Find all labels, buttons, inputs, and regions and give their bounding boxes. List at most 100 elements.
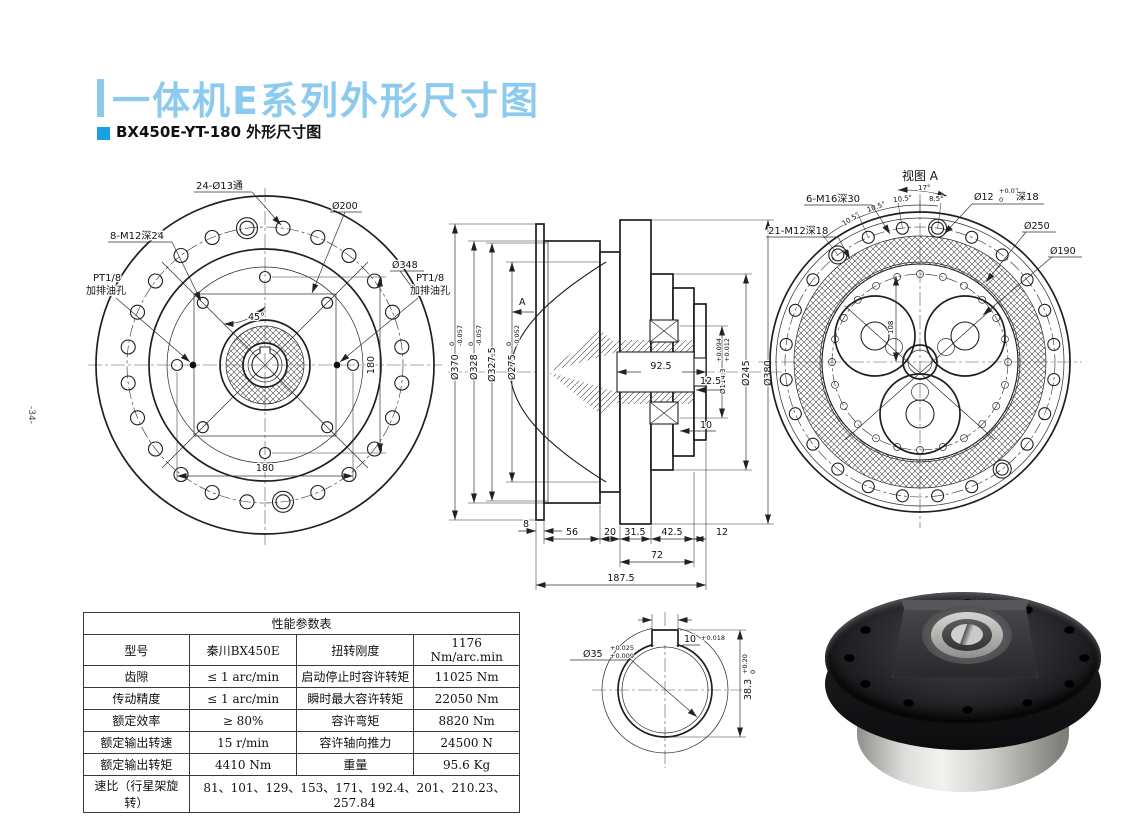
dim-label: 108 <box>887 321 895 334</box>
table-cell: 4410 Nm <box>188 753 298 776</box>
table-row: 额定输出转速 15 r/min 容许轴向推力 24500 N <box>83 731 520 754</box>
tol-label: -0.057 <box>475 325 483 346</box>
table-cell: 传动精度 <box>83 687 190 710</box>
table-cell: 额定输出转矩 <box>83 753 190 776</box>
dim-label: Ø328 <box>469 354 480 380</box>
callout-label: Ø190 <box>1050 246 1076 257</box>
dim-label: 72 <box>651 550 663 561</box>
dim-label: 8.5° <box>929 195 944 203</box>
view-a: 视图 A <box>758 168 1082 528</box>
dim-label: 12 <box>716 527 728 538</box>
dim-label: 42.5 <box>661 527 682 538</box>
table-row: 型号 秦川BX450E 扭转刚度 1176 Nm/arc.min <box>83 634 520 666</box>
oil-port-right <box>333 361 341 369</box>
table-cell: 重量 <box>296 753 415 776</box>
section-dims-right: Ø114.3 +0.094 +0.012 Ø245 Ø380 92.5 12.5 <box>617 219 775 525</box>
photo-bolt-hole <box>903 699 914 707</box>
shaft-detail: Ø35 +0.025 +0.009 10 +0.018 38.3 +0.20 0 <box>570 612 758 768</box>
callout-label: Ø200 <box>332 201 358 212</box>
table-ratio-row: 速比（行星架旋转） 81、101、129、153、171、192.4、201、2… <box>83 775 521 813</box>
subtitle-bullet-square <box>97 127 110 140</box>
dim-label: 180 <box>256 463 274 474</box>
product-photo <box>815 578 1110 806</box>
table-cell: 容许弯矩 <box>296 709 415 732</box>
table-title: 性能参数表 <box>83 612 520 635</box>
photo-bolt-hole <box>1064 680 1075 688</box>
table-row: 额定输出转矩 4410 Nm 重量 95.6 Kg <box>83 753 520 776</box>
table-cell: 24500 N <box>413 731 520 754</box>
callout-label: 21-M12深18 <box>768 225 828 237</box>
spec-table: 性能参数表 型号 秦川BX450E 扭转刚度 1176 Nm/arc.min 齿… <box>83 612 521 813</box>
dim-label: Ø370 <box>450 354 461 380</box>
front-view: 180 180 45° 24-Ø13通 8-M12深24 Ø200 Ø348 <box>85 179 451 545</box>
table-cell: 秦川BX450E <box>188 634 298 666</box>
table-cell: 81、101、129、153、171、192.4、201、210.23、257.… <box>188 775 521 813</box>
tol-label: -0.052 <box>513 325 521 346</box>
tol-label: +0.012 <box>723 338 731 362</box>
oil-port-label: PT1/8 <box>416 273 444 284</box>
tol-label: +0.094 <box>715 338 723 362</box>
dim-label: 8 <box>523 519 529 530</box>
dim-label: 45° <box>248 312 265 323</box>
m12-holes-8 <box>170 270 360 460</box>
callout-label: 深18 <box>1016 191 1039 203</box>
photo-bolt-hole <box>1022 699 1033 707</box>
dim-108: 108 <box>886 276 899 362</box>
table-cell: 22050 Nm <box>413 687 520 710</box>
dim-label: 20 <box>604 527 616 538</box>
photo-bolt-hole <box>860 680 871 688</box>
planet-gears <box>834 295 1006 455</box>
dim-label: 17° <box>918 184 930 192</box>
section-dims-bottom: 8 56 20 31.5 42.5 12 72 187.5 <box>518 442 729 590</box>
page-title: 一体机E系列外形尺寸图 <box>112 79 540 123</box>
view-a-title: 视图 A <box>902 168 939 183</box>
dim-label: Ø35 <box>583 649 603 660</box>
tol-label: 0 <box>467 342 475 346</box>
table-cell: ≤ 1 arc/min <box>188 665 298 688</box>
tol-label: 0 <box>448 342 456 346</box>
photo-bolt-hole <box>1064 626 1075 634</box>
page-subtitle: BX450E-YT-180 外形尺寸图 <box>116 123 322 141</box>
title-accent-bar <box>97 79 104 117</box>
bearing-bottom <box>649 401 679 425</box>
dim-label: Ø327.5 <box>487 347 498 382</box>
dim-label: 56 <box>566 527 578 538</box>
section-dims-left: Ø370 0 -0.057 Ø328 0 -0.057 Ø327.5 <box>447 223 600 521</box>
dim-label: 180 <box>366 356 377 374</box>
oil-port-left <box>189 361 197 369</box>
table-cell: 扭转刚度 <box>296 634 415 666</box>
dim-label: 92.5 <box>650 361 671 372</box>
bolt-holes-24 <box>120 217 410 513</box>
table-row: 齿隙 ≤ 1 arc/min 启动停止时容许转矩 11025 Nm <box>83 665 520 688</box>
tol-label: 0 <box>749 670 757 674</box>
dim-label: 187.5 <box>607 573 634 584</box>
bearing-top <box>649 319 679 343</box>
front-view-callouts: 24-Ø13通 8-M12深24 Ø200 Ø348 PT1/8 加排油孔 PT… <box>85 179 451 363</box>
table-cell: 95.6 Kg <box>413 753 520 776</box>
dim-label: 10 <box>700 420 712 431</box>
photo-bolt-hole <box>844 654 855 662</box>
tol-label: +0.009 <box>610 652 634 660</box>
dim-label: 38.3 <box>743 679 754 700</box>
callout-label: 8-M12深24 <box>110 230 164 242</box>
table-cell: 8820 Nm <box>413 709 520 732</box>
dim-label: 10.5° <box>893 194 913 205</box>
table-cell: 额定输出转速 <box>83 731 190 754</box>
center-hub <box>219 319 311 411</box>
dim-label: 10 <box>684 634 696 645</box>
table-cell: 速比（行星架旋转） <box>83 775 190 813</box>
tol-label: +0.20 <box>741 654 749 674</box>
table-cell: 齿隙 <box>83 665 190 688</box>
callout-label: Ø348 <box>392 260 418 271</box>
callout-label: 24-Ø13通 <box>196 180 243 192</box>
dim-label: 12.5 <box>700 376 721 387</box>
view-a-arrow-label: A <box>519 297 526 308</box>
dim-label: Ø245 <box>741 360 752 386</box>
table-cell: ≤ 1 arc/min <box>188 687 298 710</box>
table-cell: 1176 Nm/arc.min <box>413 634 520 666</box>
photo-bolt-hole <box>962 706 973 714</box>
table-cell: 启动停止时容许转矩 <box>296 665 415 688</box>
table-row: 传动精度 ≤ 1 arc/min 瞬时最大容许转矩 22050 Nm <box>83 687 520 710</box>
photo-shaft-bore <box>951 624 983 645</box>
